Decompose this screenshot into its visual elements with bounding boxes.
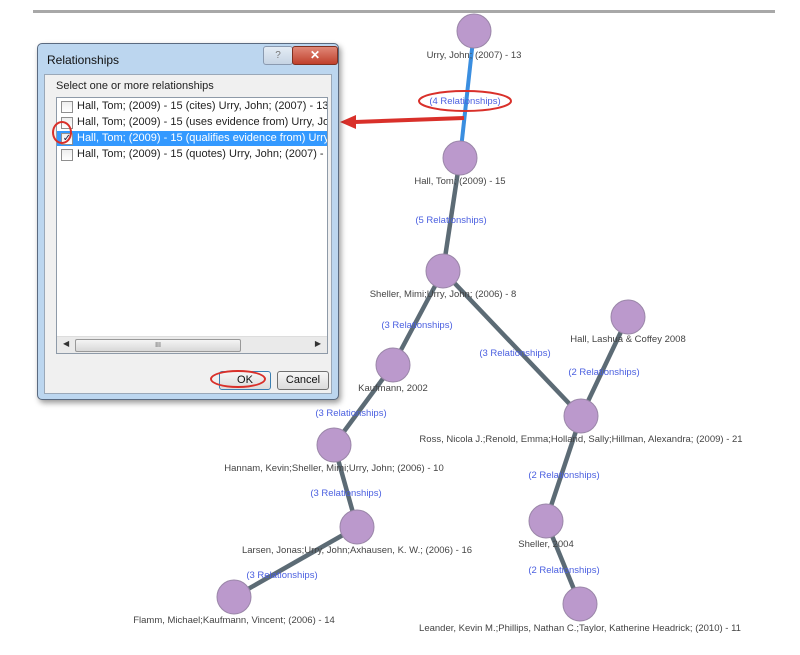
node-label: Sheller, Mimi;Urry, John; (2006) - 8 (370, 289, 517, 300)
graph-edge[interactable] (458, 30, 476, 159)
graph-node[interactable] (316, 427, 352, 463)
node-label: Hall, Tom; (2009) - 15 (414, 176, 505, 187)
node-label: Urry, John; (2007) - 13 (427, 50, 522, 61)
dialog-title: Relationships (47, 53, 120, 67)
edge-relationships-label[interactable]: (4 Relationships) (429, 96, 500, 107)
graph-edge[interactable] (232, 525, 359, 599)
graph-node[interactable] (563, 398, 599, 434)
relationship-item-label: Hall, Tom; (2009) - 15 (qualifies eviden… (77, 132, 328, 144)
checkbox[interactable] (61, 101, 73, 113)
node-label: Kaufmann, 2002 (358, 383, 428, 394)
scroll-thumb[interactable]: III (75, 339, 241, 352)
relationship-list[interactable]: Hall, Tom; (2009) - 15 (cites) Urry, Joh… (56, 97, 328, 354)
edge-relationships-label[interactable]: (3 Relationships) (246, 570, 317, 581)
graph-edge[interactable] (441, 269, 583, 418)
node-label: Hannam, Kevin;Sheller, Mimi;Urry, John; … (224, 463, 443, 474)
ok-highlight-circle (210, 370, 266, 388)
node-label: Sheller, 2004 (518, 539, 573, 550)
edge-relationships-label[interactable]: (3 Relationships) (315, 408, 386, 419)
edge-relationships-label[interactable]: (2 Relationships) (528, 470, 599, 481)
graph-edge[interactable] (440, 157, 463, 272)
relationships-dialog: Relationships ? ✕ Select one or more rel… (37, 43, 339, 400)
top-divider (33, 10, 775, 13)
graph-edge[interactable] (391, 269, 445, 367)
graph-node[interactable] (339, 509, 375, 545)
edge-relationships-label[interactable]: (2 Relationships) (528, 565, 599, 576)
node-label: Leander, Kevin M.;Phillips, Nathan C.;Ta… (419, 623, 741, 634)
node-label: Flamm, Michael;Kaufmann, Vincent; (2006)… (133, 615, 335, 626)
scroll-left-icon[interactable]: ◀ (63, 339, 70, 348)
relationship-item[interactable]: ✓Hall, Tom; (2009) - 15 (qualifies evide… (57, 131, 327, 146)
graph-node[interactable] (442, 140, 478, 176)
graph-node[interactable] (375, 347, 411, 383)
annotation-arrow (354, 116, 465, 124)
edge-relationships-label[interactable]: (3 Relationships) (479, 348, 550, 359)
node-label: Ross, Nicola J.;Renold, Emma;Holland, Sa… (419, 434, 742, 445)
relationship-item[interactable]: Hall, Tom; (2009) - 15 (uses evidence fr… (57, 115, 327, 130)
dialog-prompt: Select one or more relationships (56, 80, 214, 92)
relationship-item-label: Hall, Tom; (2009) - 15 (quotes) Urry, Jo… (77, 148, 328, 160)
relationship-item[interactable]: Hall, Tom; (2009) - 15 (quotes) Urry, Jo… (57, 147, 327, 162)
graph-edge[interactable] (543, 415, 584, 522)
checkbox[interactable] (61, 149, 73, 161)
checkbox-highlight-circle (52, 121, 72, 144)
graph-node[interactable] (425, 253, 461, 289)
annotation-arrowhead-icon (340, 115, 356, 129)
edge-relationships-label[interactable]: (3 Relationships) (381, 320, 452, 331)
scroll-right-icon[interactable]: ▶ (314, 339, 321, 348)
relationship-item-label: Hall, Tom; (2009) - 15 (cites) Urry, Joh… (77, 100, 328, 112)
node-label: Hall, Lashua & Coffey 2008 (570, 334, 685, 345)
graph-edge[interactable] (578, 316, 631, 417)
graph-node[interactable] (216, 579, 252, 615)
graph-node[interactable] (562, 586, 598, 622)
graph-node[interactable] (528, 503, 564, 539)
edge-relationships-label[interactable]: (2 Relationships) (568, 367, 639, 378)
close-button[interactable]: ✕ (292, 46, 338, 65)
node-label: Larsen, Jonas;Urry, John;Axhausen, K. W.… (242, 545, 472, 556)
graph-node[interactable] (456, 13, 492, 49)
horizontal-scrollbar[interactable]: ◀ III ▶ (57, 336, 327, 353)
relationship-item[interactable]: Hall, Tom; (2009) - 15 (cites) Urry, Joh… (57, 99, 327, 114)
edge-relationships-label[interactable]: (5 Relationships) (415, 215, 486, 226)
relationship-item-label: Hall, Tom; (2009) - 15 (uses evidence fr… (77, 116, 328, 128)
graph-node[interactable] (610, 299, 646, 335)
edge-highlight-circle (418, 90, 512, 112)
cancel-button[interactable]: Cancel (277, 371, 329, 390)
edge-relationships-label[interactable]: (3 Relationships) (310, 488, 381, 499)
help-button[interactable]: ? (263, 46, 293, 65)
